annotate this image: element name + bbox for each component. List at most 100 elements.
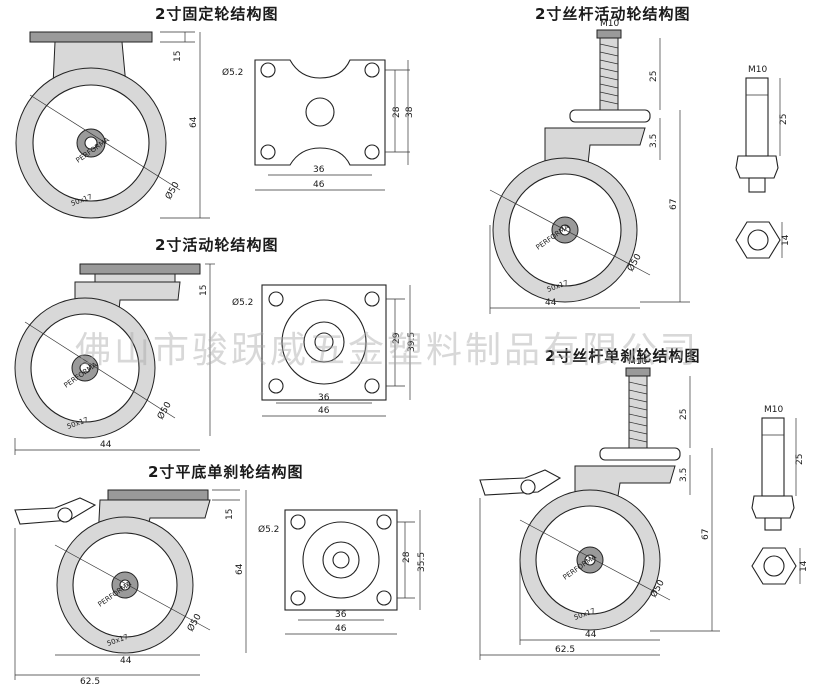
- dim-plate-thickness: 15: [199, 285, 209, 296]
- diameter-leader: [489, 189, 651, 276]
- axle: [84, 136, 98, 150]
- bolt-hole: [290, 590, 306, 606]
- hex-nut-top: [751, 547, 797, 585]
- dim-thread: M10: [600, 19, 619, 29]
- dim-stem-length: 25: [679, 409, 689, 420]
- axle: [79, 362, 91, 374]
- stem-bore: [763, 555, 785, 577]
- stem-shank: [764, 517, 782, 531]
- dim-stem-length: 25: [779, 114, 789, 125]
- diameter-leader: [54, 544, 211, 631]
- hex-nut-top: [735, 221, 781, 259]
- stem-body: [745, 77, 769, 157]
- stem-brake-caster-side-view: Ø50 PERFORMA 50x17 M10 25 3.5 67 44 62.5: [479, 357, 720, 660]
- bolt-hole: [260, 144, 276, 160]
- swivel-caster-side-view: Ø50 PERFORMA 50x17 15 44: [14, 263, 215, 455]
- bolt-hole: [364, 291, 380, 307]
- threaded-stem: [599, 37, 619, 111]
- dim-plate-width: 46: [318, 406, 330, 416]
- diameter-leader: [29, 94, 181, 191]
- dim-height: 67: [701, 529, 711, 540]
- stem-detail-swivel: M10 25 14: [735, 65, 791, 259]
- title-brake-plate-caster: 2寸平底单刹轮结构图: [148, 463, 303, 481]
- dim-head: 3.5: [649, 134, 659, 148]
- dim-plate-width: 46: [313, 180, 325, 190]
- bolt-hole: [364, 62, 380, 78]
- dim-swivel-radius: 44: [585, 630, 597, 640]
- fixed-caster-side-view: Ø50 PERFORMA 50x17 15 64: [15, 31, 210, 219]
- stem-top: [596, 29, 622, 39]
- dim-hole-spacing-h: 36: [335, 610, 347, 620]
- plate-outline: [284, 509, 398, 611]
- axle: [119, 579, 131, 591]
- diameter-leader: [24, 321, 176, 419]
- stem-shank: [748, 177, 766, 193]
- rivet: [332, 551, 350, 569]
- brake-pedal: [479, 469, 562, 496]
- thread-lines: [628, 381, 648, 443]
- top-plate: [29, 31, 153, 43]
- dim-thread: M10: [748, 65, 767, 75]
- dim-stem-length: 25: [649, 71, 659, 82]
- dim-stem-length: 25: [795, 454, 805, 465]
- dim-hole: Ø5.2: [232, 297, 253, 308]
- dim-head: 3.5: [679, 468, 689, 482]
- bearing-race: [281, 299, 367, 385]
- center-boss: [322, 541, 360, 579]
- plate-outline: [254, 59, 386, 166]
- dim-plate-height: 35.5: [417, 552, 427, 572]
- stem-swivel-caster-side-view: Ø50 PERFORMA 50x17 M10 25 3.5 67 44: [489, 19, 690, 314]
- dim-hex: 14: [781, 234, 791, 246]
- swivel-caster-plate-view: Ø5.2 29 39.5 36 46: [232, 284, 417, 417]
- dim-height: 64: [235, 563, 245, 575]
- bolt-hole: [364, 378, 380, 394]
- plate-outline: [261, 284, 387, 401]
- dim-overall-length: 62.5: [555, 645, 575, 655]
- dim-hole-spacing-v: 29: [392, 332, 402, 344]
- dim-diameter: Ø50: [185, 612, 204, 634]
- bolt-hole: [364, 144, 380, 160]
- dim-swivel-radius: 44: [120, 656, 132, 666]
- title-stem-swivel-caster: 2寸丝杆活动轮结构图: [535, 5, 690, 23]
- bolt-hole: [268, 291, 284, 307]
- title-fixed-caster: 2寸固定轮结构图: [155, 5, 278, 23]
- watermark-company-name: 佛山市骏跃威五金塑料制品有限公司: [75, 330, 699, 371]
- title-stem-brake-caster: 2寸丝杆单刹轮结构图: [545, 347, 700, 365]
- stem-detail-brake: M10 25 14: [751, 405, 809, 585]
- threaded-stem: [628, 375, 648, 449]
- dim-overall-length: 62.5: [80, 677, 100, 686]
- brake-pedal: [14, 497, 97, 525]
- dim-plate-thickness: 15: [225, 509, 235, 520]
- bolt-hole: [290, 514, 306, 530]
- brake-pivot: [57, 507, 73, 523]
- swivel-head: [599, 447, 681, 461]
- dim-plate-height: 38: [405, 106, 415, 118]
- swivel-bearing: [94, 273, 176, 283]
- brake-caster-side-view: Ø50 PERFORMA 50x17 15 64 44 62.5: [14, 489, 247, 686]
- dim-hex: 14: [799, 560, 809, 572]
- dim-height: 64: [189, 116, 199, 128]
- brake-caster-plate-view: Ø5.2 28 35.5 36 46: [258, 509, 427, 635]
- dim-swivel-radius: 44: [100, 440, 112, 450]
- dim-hole: Ø5.2: [258, 524, 279, 535]
- hex-nut: [751, 495, 795, 519]
- dim-hole-spacing-v: 28: [402, 551, 412, 563]
- dim-diameter: Ø50: [163, 180, 182, 202]
- dim-plate-width: 46: [335, 624, 347, 634]
- fixed-caster-plate-view: Ø5.2 28 38 36 46: [222, 59, 415, 191]
- rivet: [314, 332, 334, 352]
- bearing-race: [302, 521, 380, 599]
- top-plate: [79, 263, 201, 275]
- brake-pivot: [520, 479, 536, 495]
- title-swivel-caster: 2寸活动轮结构图: [155, 236, 278, 254]
- dim-hole: Ø5.2: [222, 67, 243, 78]
- dim-hole-spacing-v: 28: [392, 106, 402, 118]
- bolt-hole: [268, 378, 284, 394]
- bolt-hole: [376, 590, 392, 606]
- top-plate: [107, 489, 209, 501]
- dim-swivel-radius: 44: [545, 298, 557, 308]
- diameter-leader: [519, 519, 671, 601]
- center-boss: [305, 97, 335, 127]
